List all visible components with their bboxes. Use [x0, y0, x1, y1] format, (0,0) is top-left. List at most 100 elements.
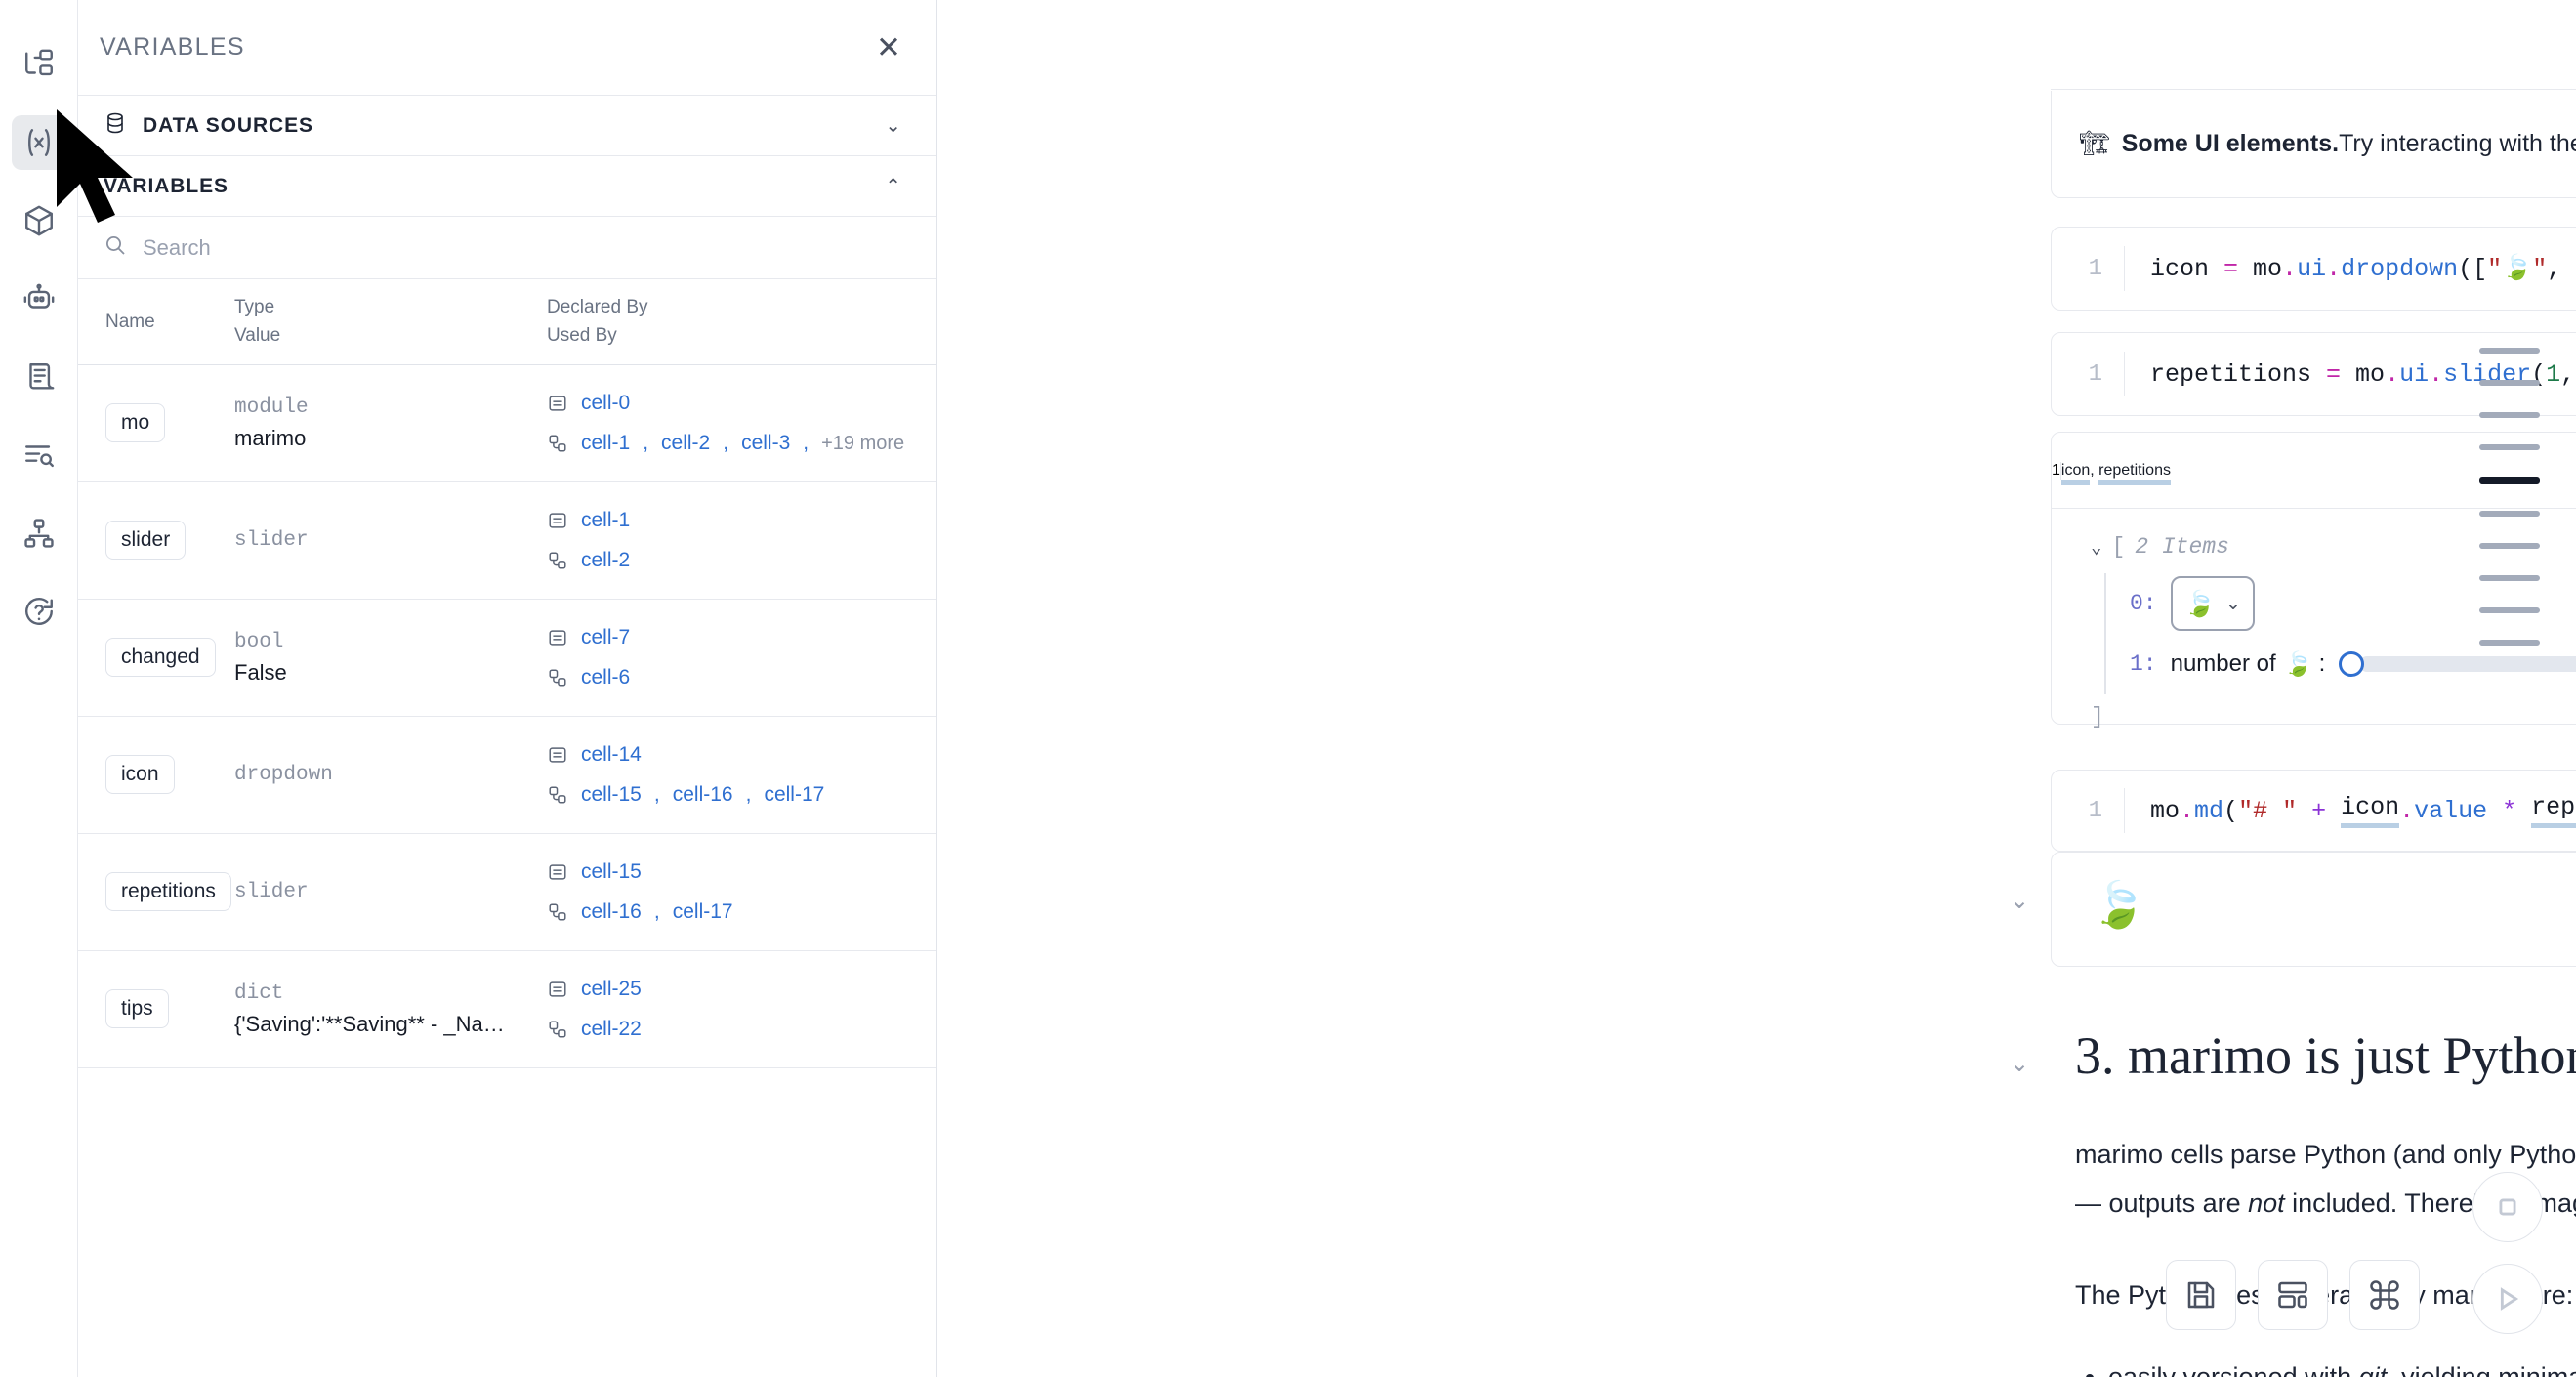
variable-name-chip[interactable]: changed	[105, 638, 216, 678]
minimap-mark[interactable]	[2479, 444, 2540, 450]
cell-icon	[549, 981, 566, 997]
tree-index: 1:	[2130, 651, 2157, 677]
run-button[interactable]	[2472, 1264, 2543, 1334]
slider-label: number of	[2170, 650, 2276, 677]
used-by-more[interactable]: +19 more	[821, 433, 905, 455]
table-row[interactable]: mo module marimo cell-0 cell-1, cell-2, …	[78, 365, 936, 482]
section-bullet-list: easily versioned with git, yielding mini…	[2075, 1354, 2576, 1377]
minimap-mark[interactable]	[2479, 640, 2540, 646]
help-icon[interactable]	[12, 584, 66, 639]
used-by-line: cell-16, cell-17	[547, 896, 919, 929]
section-collapse-chevron-icon[interactable]: ⌄	[2009, 1051, 2030, 1077]
cell-link[interactable]: cell-3	[741, 432, 791, 455]
slider-control[interactable]	[2339, 651, 2576, 677]
table-header-row: Name Type Value Declared By Used By	[78, 279, 936, 365]
minimap-mark[interactable]	[2479, 511, 2540, 517]
variable-name-chip[interactable]: mo	[105, 403, 166, 443]
minimap-mark[interactable]	[2479, 607, 2540, 613]
dependency-graph-icon[interactable]	[12, 506, 66, 561]
cell-icon	[549, 746, 566, 763]
table-row[interactable]: icon dropdown cell-14 cell-15, cell-16, …	[78, 717, 936, 834]
minimap-mark[interactable]	[2479, 575, 2540, 581]
cell-link[interactable]: cell-6	[581, 666, 631, 689]
robot-icon[interactable]	[12, 271, 66, 326]
cell-link[interactable]: cell-15	[581, 783, 642, 807]
code-cell-md[interactable]: 1 mo.md("# " + icon.value * repetitions.…	[2051, 770, 2576, 852]
markdown-emoji-output: 🍃	[2091, 879, 2147, 930]
minimap-mark[interactable]	[2479, 380, 2540, 386]
cell-link[interactable]: cell-22	[581, 1018, 642, 1041]
code-cell-icon[interactable]: 1 icon = mo.ui.dropdown(["🍃", "🏗", "✨"],…	[2051, 227, 2576, 311]
cell-link[interactable]: cell-7	[581, 625, 631, 648]
outline-search-icon[interactable]	[12, 428, 66, 482]
scratchpad-icon[interactable]	[12, 350, 66, 404]
stop-button[interactable]	[2472, 1172, 2543, 1242]
used-by-line: cell-2	[547, 544, 919, 577]
layout-button[interactable]	[2258, 1260, 2328, 1330]
dropdown-select[interactable]: 🍃 ⌄	[2170, 576, 2255, 631]
file-tree-icon[interactable]	[12, 37, 66, 92]
cell-link[interactable]: cell-2	[581, 549, 631, 572]
variable-name-chip[interactable]: icon	[105, 755, 175, 795]
cell-link[interactable]: cell-16	[581, 900, 642, 924]
variable-name-chip[interactable]: repetitions	[105, 872, 231, 912]
cell-link[interactable]: cell-1	[581, 508, 631, 531]
cell-link[interactable]: cell-16	[672, 783, 733, 807]
package-icon[interactable]	[12, 193, 66, 248]
link-cells-icon	[549, 786, 566, 804]
variable-name-chip[interactable]: tips	[105, 989, 169, 1029]
minimap-mark[interactable]	[2479, 543, 2540, 549]
cell-link[interactable]: cell-1	[581, 432, 631, 455]
command-palette-button[interactable]	[2349, 1260, 2420, 1330]
used-by-line: cell-6	[547, 661, 919, 694]
code-row[interactable]: 1 icon, repetitions	[2052, 433, 2576, 509]
cell-link[interactable]: cell-0	[581, 391, 631, 414]
code-text[interactable]: icon, repetitions	[2059, 461, 2171, 485]
chevron-down-icon[interactable]: ⌄	[2091, 536, 2102, 559]
variable-type: bool	[234, 630, 284, 653]
section-variables[interactable]: VARIABLES ⌃	[78, 156, 936, 217]
database-icon	[104, 111, 127, 140]
section-data-sources[interactable]: DATA SOURCES ⌄	[78, 96, 936, 156]
search-input[interactable]	[143, 234, 911, 261]
cell-link[interactable]: cell-14	[581, 742, 642, 766]
cell-icon	[549, 629, 566, 646]
declared-by-line: cell-0	[547, 387, 919, 420]
minimap-mark-active[interactable]	[2479, 477, 2540, 484]
code-text[interactable]: icon = mo.ui.dropdown(["🍃", "🏗", "✨"], v…	[2124, 246, 2576, 291]
table-row[interactable]: changed bool False cell-7 cell-6	[78, 600, 936, 717]
markdown-text: Try interacting with the below elements.	[2339, 130, 2576, 157]
line-number: 1	[2088, 797, 2102, 824]
save-button[interactable]	[2166, 1260, 2236, 1330]
close-icon[interactable]: ✕	[876, 30, 901, 64]
minimap[interactable]	[2469, 348, 2551, 672]
panel-header: VARIABLES ✕	[78, 0, 936, 96]
cell-link[interactable]: cell-25	[581, 977, 642, 1000]
bullet-text: easily versioned with	[2108, 1361, 2359, 1377]
command-icon	[2370, 1280, 2399, 1310]
bullet-emphasis: git	[2358, 1361, 2388, 1377]
run-controls	[2472, 1172, 2543, 1334]
cell-link[interactable]: cell-15	[581, 859, 642, 883]
cell-toolbar: r f i markdown	[2051, 0, 2576, 90]
table-row[interactable]: slider slider cell-1 cell-2	[78, 482, 936, 600]
cell-link[interactable]: cell-17	[764, 783, 825, 807]
search-icon	[104, 233, 127, 262]
tree-header[interactable]: ⌄ [ 2 Items	[2091, 534, 2576, 560]
minimap-mark[interactable]	[2479, 348, 2540, 354]
collapse-chevron-icon[interactable]: ⌄	[2009, 888, 2030, 914]
table-row[interactable]: repetitions slider cell-15 cell-16, cell…	[78, 834, 936, 951]
cell-link[interactable]: cell-17	[672, 900, 733, 924]
code-text[interactable]: mo.md("# " + icon.value * repetitions.va…	[2124, 788, 2576, 833]
slider-thumb[interactable]	[2339, 651, 2365, 677]
cell-link[interactable]: cell-2	[661, 432, 711, 455]
variables-icon[interactable]	[11, 115, 66, 170]
code-cell-repetitions[interactable]: 1 repetitions = mo.ui.slider(1, 16, labe…	[2051, 332, 2576, 416]
link-cells-icon	[549, 1021, 566, 1038]
minimap-mark[interactable]	[2479, 412, 2540, 418]
table-row[interactable]: tips dict {'Saving':'**Saving** - _Na… c…	[78, 951, 936, 1068]
slider-track[interactable]	[2359, 656, 2576, 672]
col-header-name: Name	[105, 311, 155, 332]
variable-name-chip[interactable]: slider	[105, 521, 187, 561]
tree-index: 0:	[2130, 591, 2157, 616]
